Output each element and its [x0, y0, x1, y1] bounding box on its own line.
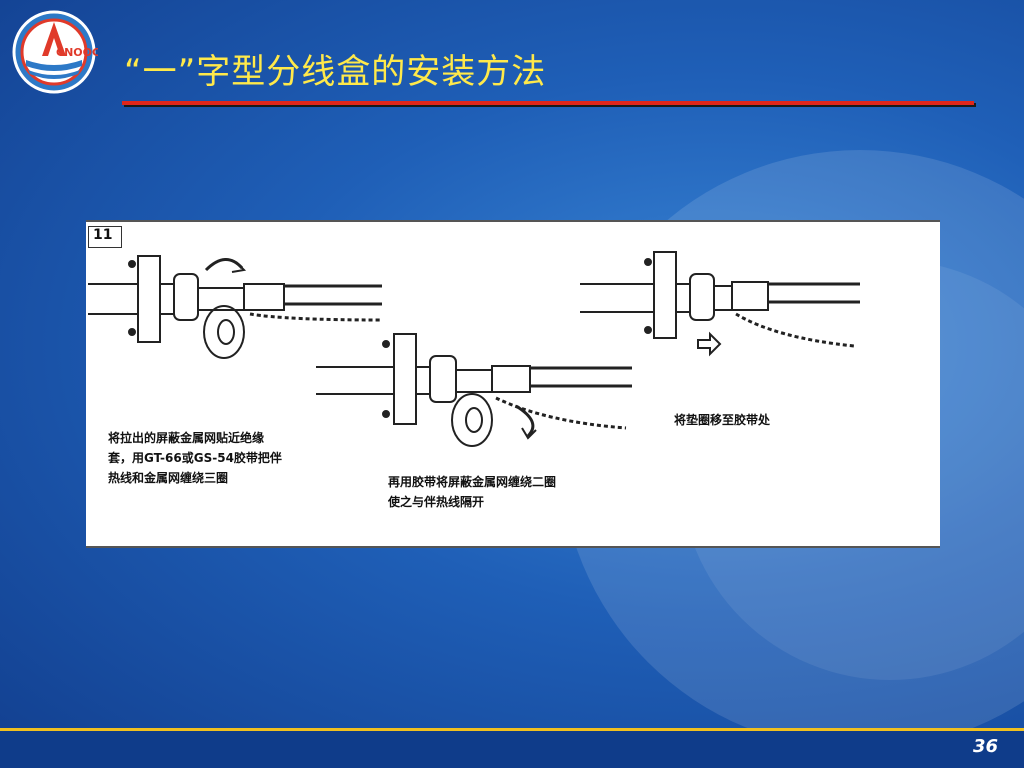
- step1-caption-line: 将拉出的屏蔽金属网贴近绝缘: [108, 431, 265, 445]
- page-number: 36: [972, 736, 998, 757]
- installation-figure: 11 将拉出的屏蔽金属网贴近绝缘 套，用GT-66或GS-54胶带把伴 热线和金…: [86, 220, 940, 548]
- figure-number: 11: [88, 226, 122, 248]
- step2-diagram: [316, 333, 632, 447]
- cnooc-logo-icon: CNOOC: [12, 10, 98, 94]
- title-underline: [122, 101, 974, 105]
- step3-diagram: [580, 251, 860, 357]
- step1-diagram: [88, 255, 383, 359]
- step1-caption: 将拉出的屏蔽金属网贴近绝缘 套，用GT-66或GS-54胶带把伴 热线和金属网缠…: [108, 428, 282, 488]
- step2-caption-line: 再用胶带将屏蔽金属网缠绕二圈: [388, 475, 557, 489]
- step1-caption-line: 热线和金属网缠绕三圈: [108, 471, 229, 485]
- step2-caption-line: 使之与伴热线隔开: [388, 495, 485, 509]
- step3-caption-line: 将垫圈移至胶带处: [674, 413, 771, 427]
- step3-caption: 将垫圈移至胶带处: [674, 410, 770, 430]
- svg-text:CNOOC: CNOOC: [56, 46, 98, 59]
- slide-title: “一”字型分线盒的安装方法: [124, 52, 547, 92]
- step2-caption: 再用胶带将屏蔽金属网缠绕二圈 使之与伴热线隔开: [388, 472, 556, 512]
- footer-band: [0, 731, 1024, 768]
- step1-caption-line: 套，用GT-66或GS-54胶带把伴: [108, 451, 282, 465]
- footer-line: [0, 728, 1024, 731]
- installation-diagram: [88, 251, 860, 447]
